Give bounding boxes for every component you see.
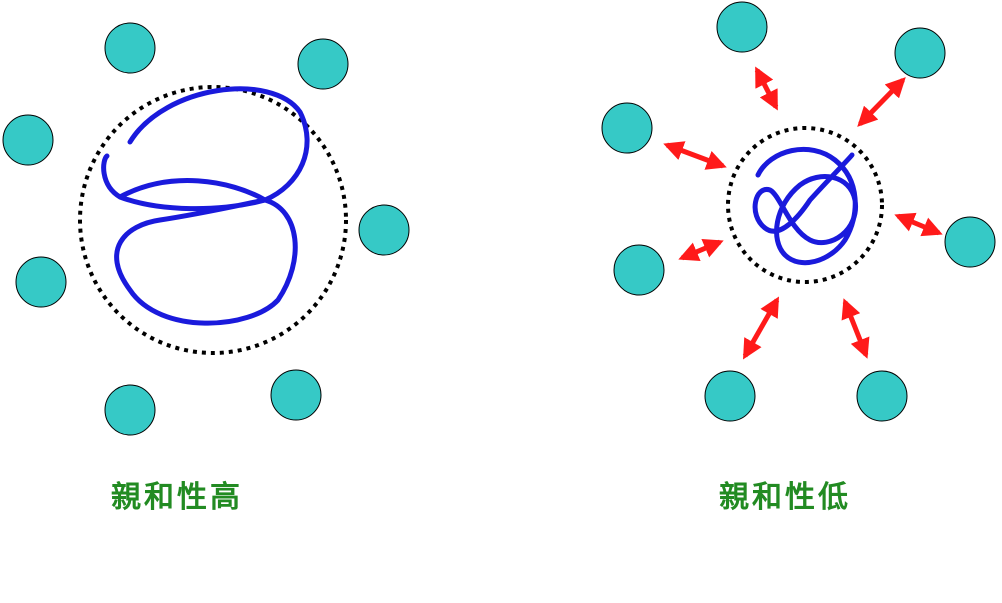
particle bbox=[716, 1, 768, 53]
particle bbox=[15, 256, 67, 308]
particle bbox=[856, 370, 908, 422]
polymer-chain-collapsed bbox=[752, 146, 858, 266]
caption-high-affinity: 親和性高 bbox=[111, 480, 243, 515]
particle bbox=[270, 369, 322, 421]
panel-high-affinity bbox=[2, 22, 410, 436]
particle bbox=[944, 216, 996, 268]
particle bbox=[2, 114, 54, 166]
repulsion-arrow bbox=[678, 238, 724, 262]
particle bbox=[297, 38, 349, 90]
repulsion-arrow bbox=[742, 296, 780, 360]
repulsion-arrow bbox=[663, 141, 727, 170]
repulsion-arrow bbox=[754, 66, 779, 111]
repulsion-arrow bbox=[841, 298, 870, 359]
polymer-boundary-collapsed bbox=[726, 126, 884, 284]
particle bbox=[601, 102, 653, 154]
particle bbox=[613, 244, 665, 296]
polymer-boundary-expanded bbox=[78, 85, 348, 355]
particle bbox=[894, 27, 946, 79]
particle bbox=[358, 204, 410, 256]
polymer-chain-expanded bbox=[101, 86, 310, 326]
particle bbox=[104, 384, 156, 436]
caption-low-affinity: 親和性低 bbox=[719, 480, 851, 515]
repulsion-arrow bbox=[894, 212, 943, 237]
repulsion-arrow bbox=[857, 77, 906, 127]
particle bbox=[704, 370, 756, 422]
particle bbox=[104, 22, 156, 74]
panel-low-affinity bbox=[601, 1, 996, 422]
